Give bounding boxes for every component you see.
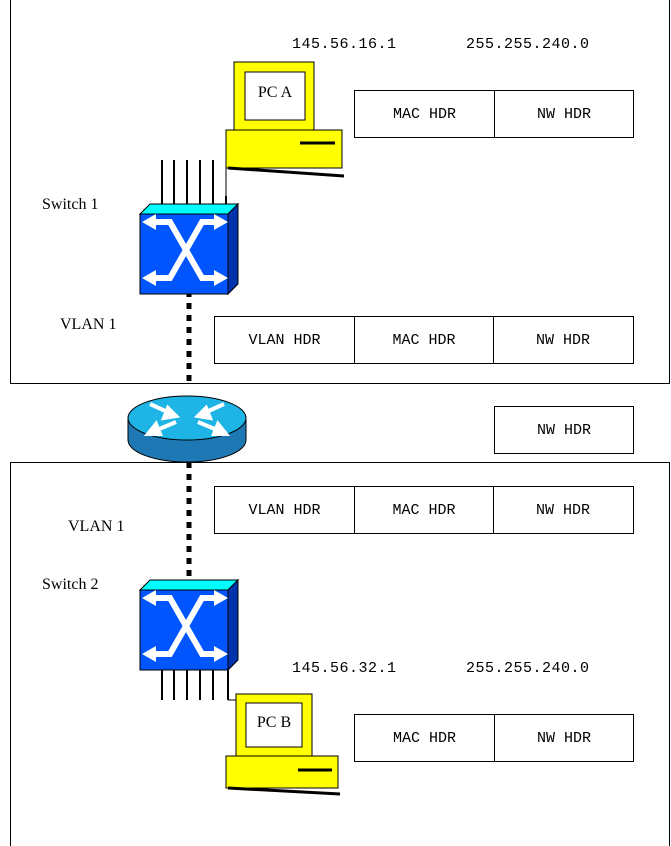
nw-hdr-cell: NW HDR: [493, 487, 632, 533]
top-vlan-frame: VLAN HDR MAC HDR NW HDR: [214, 316, 634, 364]
mac-hdr-cell: MAC HDR: [354, 487, 493, 533]
pc-a-label: PC A: [257, 84, 293, 101]
mac-hdr-cell: MAC HDR: [392, 729, 456, 747]
router-frame: NW HDR: [494, 406, 634, 454]
router-icon: [127, 395, 247, 463]
mac-hdr-cell: MAC HDR: [354, 317, 493, 363]
switch1-ports: [161, 160, 227, 206]
pc-a-ip: 145.56.16.1: [292, 36, 397, 53]
pc-a-icon: [225, 61, 345, 196]
pc-b-frame: MAC HDR NW HDR: [354, 714, 634, 762]
mac-hdr-cell: MAC HDR: [392, 105, 456, 123]
nw-hdr-cell: NW HDR: [536, 421, 591, 439]
bottom-vlan-frame: VLAN HDR MAC HDR NW HDR: [214, 486, 634, 534]
switch1-icon: [138, 202, 240, 296]
nw-hdr-cell: NW HDR: [494, 715, 633, 761]
vlan-hdr-cell: VLAN HDR: [248, 331, 321, 349]
vlan1-top-label: VLAN 1: [60, 316, 117, 333]
pc-b-ip: 145.56.32.1: [292, 660, 397, 677]
pc-b-mask: 255.255.240.0: [466, 660, 590, 677]
switch2-label: Switch 2: [42, 576, 99, 593]
pc-a-mask: 255.255.240.0: [466, 36, 590, 53]
switch2-ports: [161, 670, 238, 701]
switch1-label: Switch 1: [42, 196, 99, 213]
pc-a-frame: MAC HDR NW HDR: [354, 90, 634, 138]
nw-hdr-cell: NW HDR: [494, 91, 633, 137]
vlan1-bottom-label: VLAN 1: [68, 518, 125, 535]
nw-hdr-cell: NW HDR: [493, 317, 632, 363]
switch2-icon: [138, 578, 240, 672]
pc-b-label: PC B: [256, 714, 292, 731]
pc-b-icon: [225, 693, 341, 796]
vlan-hdr-cell: VLAN HDR: [248, 501, 321, 519]
